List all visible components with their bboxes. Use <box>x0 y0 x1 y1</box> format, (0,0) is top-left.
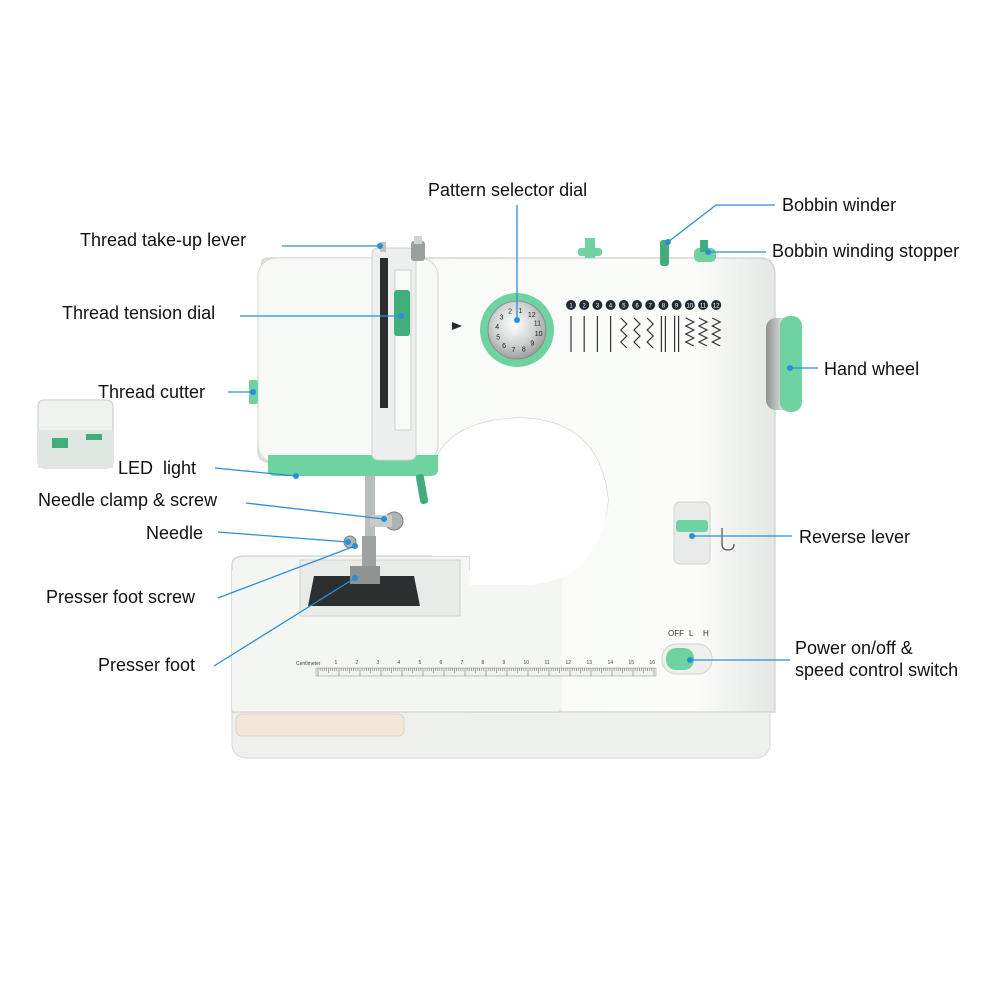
stitch-number: 5 <box>622 304 626 310</box>
stitch-number-badge <box>605 300 616 310</box>
label-hand-wheel: Hand wheel <box>824 359 920 379</box>
label-needle: Needle <box>146 523 204 543</box>
leader-presser-foot <box>213 577 356 667</box>
needle-assembly <box>343 474 429 566</box>
switch-h-label: H <box>703 629 709 638</box>
ruler-number: 3 <box>377 660 380 666</box>
stitch-number: 8 <box>662 304 666 310</box>
stitch-number-badge <box>592 300 603 310</box>
stitch-pattern <box>710 317 722 347</box>
stitch-pattern <box>684 317 696 347</box>
stitch-number-badge <box>618 300 629 310</box>
ruler-number: 5 <box>419 660 422 666</box>
dial-number: 6 <box>502 343 506 350</box>
label-bobbin-winding-stopper: Bobbin winding stopper <box>772 241 960 261</box>
stitch-number-badge <box>658 300 669 310</box>
stitch-number: 4 <box>609 304 613 310</box>
dial-number: 4 <box>495 324 499 331</box>
ruler-number: 16 <box>650 660 656 666</box>
switch-off-label: OFF <box>668 629 684 638</box>
dial-number: 10 <box>535 331 543 338</box>
hand-wheel <box>766 316 802 412</box>
stitch-number: 1 <box>569 304 573 310</box>
stitch-number: 11 <box>700 304 707 310</box>
label-presser-foot: Presser foot <box>98 655 196 675</box>
ruler-number: 15 <box>629 660 635 666</box>
stitch-number: 12 <box>713 304 720 310</box>
stitch-pattern <box>633 317 641 349</box>
stitch-number-badge <box>566 300 576 310</box>
label-pattern-selector-dial: Pattern selector dial <box>428 180 588 200</box>
led-inset <box>37 399 114 469</box>
stitch-number: 6 <box>635 304 639 310</box>
label-power-switch-line2: speed control switch <box>795 660 959 680</box>
leader-dots <box>250 239 793 663</box>
ruler-number: 7 <box>461 660 464 666</box>
stitch-number: 9 <box>675 304 679 310</box>
label-presser-foot-screw: Presser foot screw <box>46 587 196 607</box>
stitch-pattern <box>619 317 628 349</box>
leader-presser-screw <box>217 545 356 599</box>
stitch-number-badge <box>684 300 695 310</box>
ruler-number: 4 <box>398 660 401 666</box>
leader-needle-clamp <box>245 502 385 520</box>
leader-needle <box>217 531 349 543</box>
stitch-pattern <box>646 317 655 349</box>
ruler-number: 11 <box>545 660 550 666</box>
thread-take-up-slot <box>371 242 417 461</box>
ruler-number: 10 <box>524 660 530 666</box>
dial-number: 11 <box>534 321 541 328</box>
ruler-number: 14 <box>608 660 614 666</box>
label-reverse-lever: Reverse lever <box>799 527 911 547</box>
dial-number: 9 <box>530 340 534 347</box>
dial-number: 1 <box>518 308 522 315</box>
power-speed-switch: OFF L H <box>661 629 713 675</box>
stitch-number: 10 <box>686 304 693 310</box>
dial-number: 2 <box>508 309 512 316</box>
ruler-unit-label: Centimeter <box>296 661 321 667</box>
stitch-number-badge <box>698 300 708 310</box>
dial-number: 5 <box>496 334 500 341</box>
stitch-pattern <box>697 317 709 347</box>
label-power-switch-line1: Power on/off & <box>795 638 913 658</box>
label-led-light: LED light <box>118 458 197 478</box>
ruler-number: 8 <box>482 660 485 666</box>
leader-bobbin-winder <box>667 204 775 243</box>
ruler-number: 6 <box>440 660 443 666</box>
spool-pins <box>411 236 602 261</box>
label-power-switch: Power on/off & speed control switch <box>795 637 958 681</box>
dial-number: 3 <box>500 315 504 322</box>
leader-led <box>214 467 297 477</box>
stitch-number: 2 <box>583 304 587 310</box>
stitch-number-badge <box>671 300 682 310</box>
stitch-number-badge <box>645 300 656 310</box>
label-thread-tension-dial: Thread tension dial <box>62 303 216 323</box>
dial-number: 7 <box>512 347 516 354</box>
stitch-number-badge <box>579 300 590 310</box>
machine-base <box>231 699 771 759</box>
switch-l-label: L <box>689 629 694 638</box>
ruler-number: 2 <box>356 660 359 666</box>
leader-lines <box>213 204 818 667</box>
dial-number: 8 <box>522 346 526 353</box>
ruler-number: 1 <box>335 660 338 666</box>
dial-number: 12 <box>528 312 536 319</box>
stitch-number: 3 <box>596 304 600 310</box>
stitch-pattern <box>674 316 680 352</box>
label-thread-take-up-lever: Thread take-up lever <box>80 230 247 250</box>
label-thread-cutter: Thread cutter <box>98 382 206 402</box>
stitch-number-badge <box>711 300 722 310</box>
label-bobbin-winder: Bobbin winder <box>782 195 897 215</box>
stitch-number-badge <box>632 300 642 310</box>
ruler-number: 13 <box>587 660 593 666</box>
stitch-pattern <box>660 316 666 352</box>
ruler-number: 9 <box>503 660 506 666</box>
stitch-number: 7 <box>649 304 653 310</box>
ruler-number: 12 <box>566 660 572 666</box>
label-needle-clamp-screw: Needle clamp & screw <box>38 490 218 510</box>
